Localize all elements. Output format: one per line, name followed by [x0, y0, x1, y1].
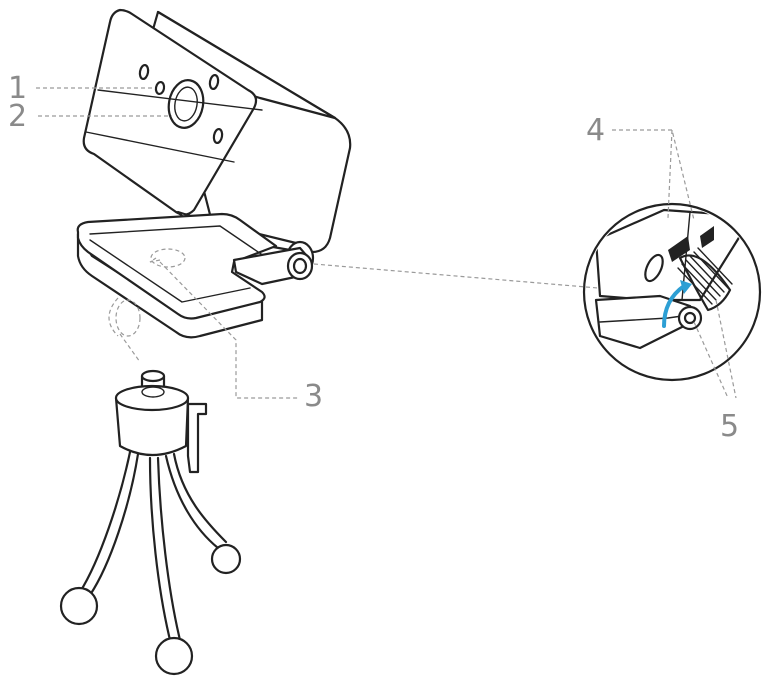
callout-4: 4: [586, 113, 605, 148]
mic-hole-left: [138, 63, 150, 81]
tripod: [59, 297, 242, 676]
hinge-detail-view: [582, 202, 762, 382]
webcam-base: [76, 212, 315, 339]
callout-2: 2: [8, 99, 27, 134]
webcam-body: [82, 8, 352, 254]
callout-1: 1: [8, 71, 27, 106]
lens: [167, 79, 205, 129]
leader-lines: [36, 87, 737, 399]
mic-hole-right-bottom: [212, 127, 224, 145]
callout-5: 5: [720, 409, 739, 444]
hinge-spring: [677, 247, 733, 312]
rotation-arrow: [662, 284, 686, 328]
mic-hole-right-top: [208, 73, 220, 91]
callout-3: 3: [304, 379, 323, 414]
tripod-screw-hole: [150, 248, 186, 268]
indicator-hole: [154, 80, 166, 96]
